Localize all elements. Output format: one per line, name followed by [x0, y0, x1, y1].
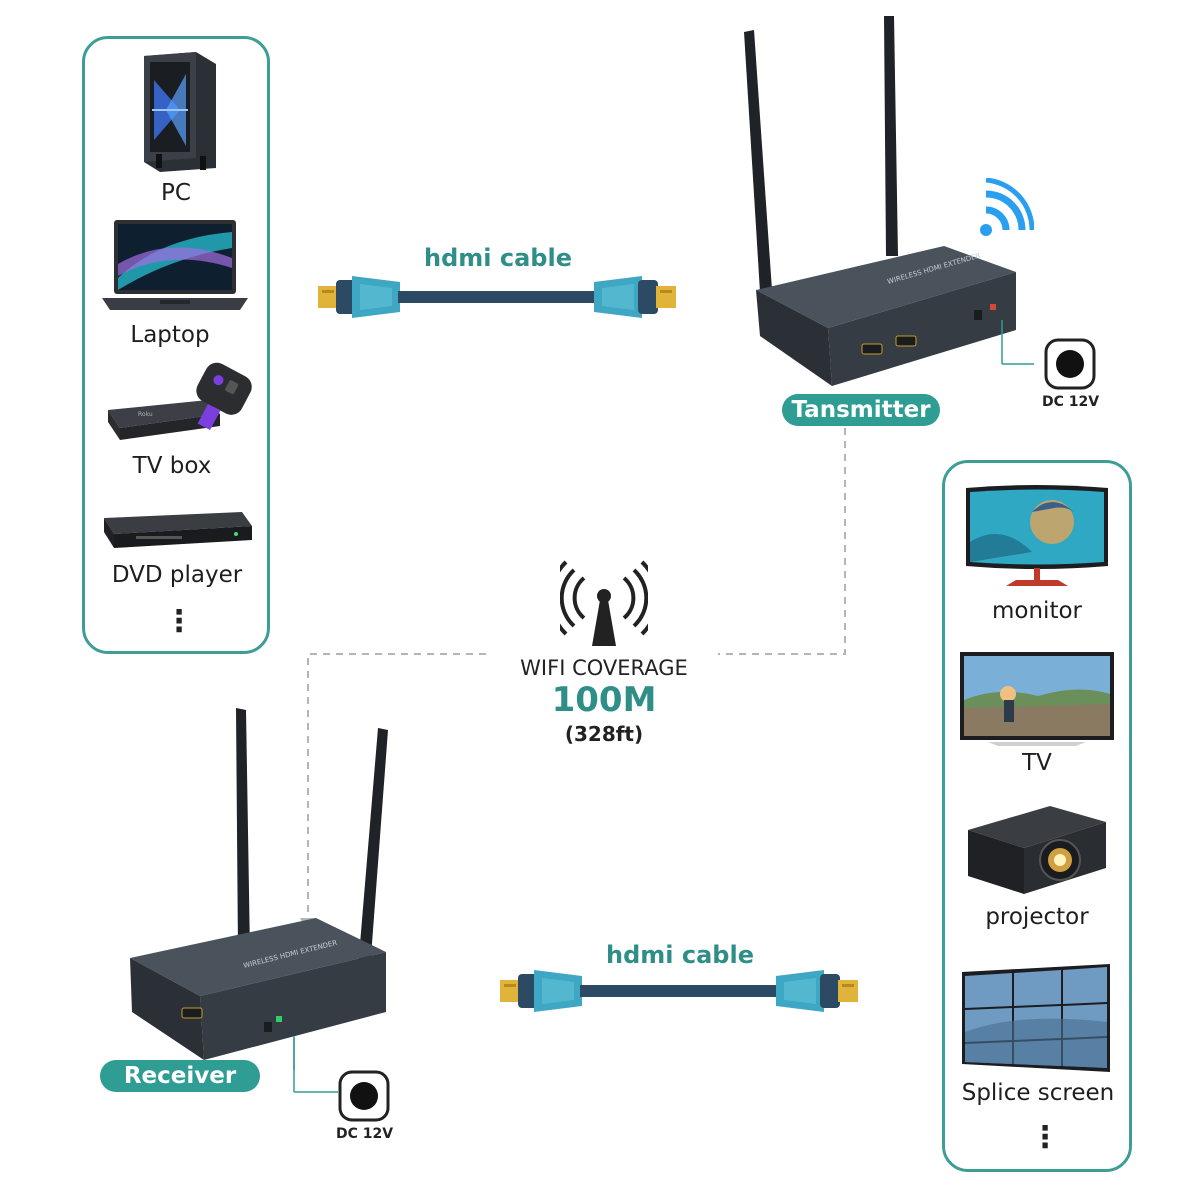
receiver-power-lead	[293, 1036, 338, 1093]
source-label-tv-box: TV box	[132, 453, 212, 479]
tv-icon	[960, 652, 1114, 746]
receiver-dc-power-jack-icon	[338, 1070, 390, 1122]
receiver-device: WIRELESS HDMI EXTENDER	[130, 708, 388, 1070]
display-label-monitor: monitor	[992, 598, 1082, 624]
source-label-pc: PC	[161, 180, 191, 206]
transmitter-label: Tansmitter	[782, 394, 940, 426]
receiver-label: Receiver	[100, 1060, 260, 1092]
top-cable-label: hdmi cable	[424, 244, 572, 272]
wifi-signal-icon	[980, 178, 1034, 236]
dvd-player-icon	[104, 512, 252, 548]
transmitter-power-label: DC 12V	[1042, 394, 1100, 410]
display-label-splice-screen: Splice screen	[961, 1080, 1115, 1106]
splice-screen-icon	[962, 964, 1110, 1072]
source-label-laptop: Laptop	[130, 322, 210, 348]
transmitter-dc-power-jack-icon	[1044, 338, 1096, 390]
monitor-icon	[966, 485, 1108, 586]
wifi-coverage-range: 100M	[551, 680, 657, 720]
source-label-dvd-player: DVD player	[111, 562, 243, 588]
display-label-projector: projector	[985, 904, 1089, 930]
laptop-icon	[102, 220, 248, 310]
top-hdmi-cable-icon	[318, 276, 676, 318]
transmitter-device: WIRELESS HDMI EXTENDER	[744, 16, 1034, 386]
svg-text:Roku: Roku	[138, 411, 153, 418]
projector-icon	[968, 806, 1106, 894]
broadcast-antenna-icon	[560, 560, 648, 646]
wifi-coverage-title: WIFI COVERAGE	[520, 656, 688, 680]
bottom-hdmi-cable-icon	[500, 970, 858, 1012]
displays-more-indicator: ⋮	[1030, 1120, 1060, 1155]
tv-box-icon: Roku	[108, 362, 252, 440]
bottom-cable-label: hdmi cable	[606, 941, 754, 969]
receiver-power-label: DC 12V	[336, 1126, 394, 1142]
pc-tower-icon	[144, 52, 216, 172]
wifi-coverage-range-feet: (328ft)	[564, 722, 644, 746]
display-label-tv: TV	[1022, 750, 1052, 776]
